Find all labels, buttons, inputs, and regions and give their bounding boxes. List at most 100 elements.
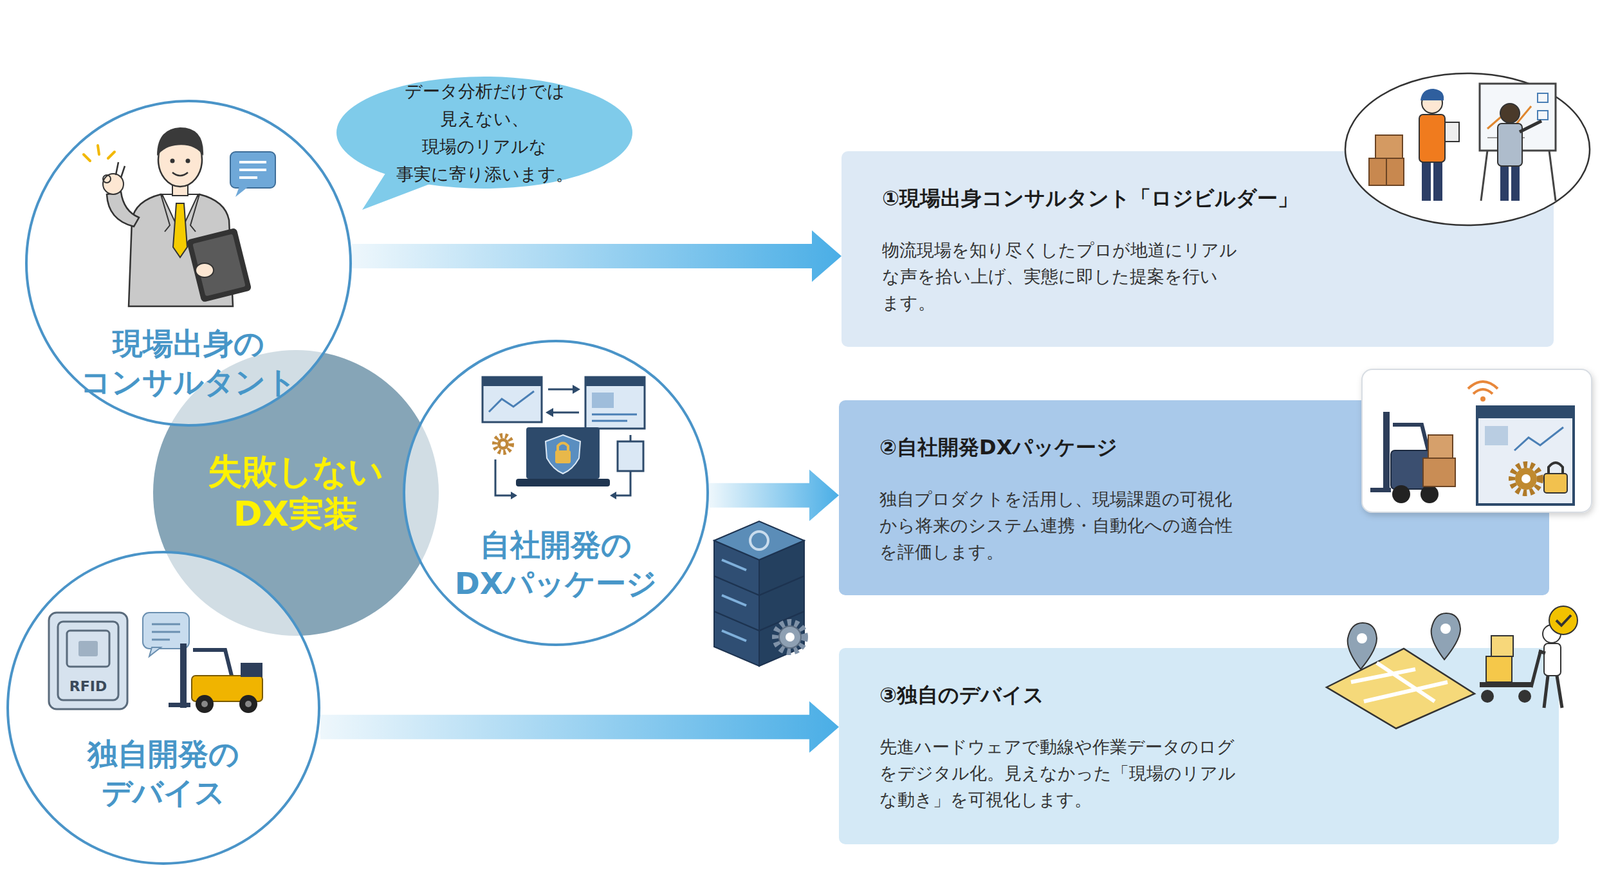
package-scene-part (1392, 424, 1429, 451)
consultant-figure-part (235, 186, 249, 197)
package-scene-part (1480, 396, 1486, 402)
consulting-scene-part (1480, 150, 1488, 201)
server-icon-part (721, 630, 747, 641)
feature-panel: ①現場出身コンサルタント「ロジビルダー」物流現場を知り尽くしたプロが地道にリアル… (841, 151, 1554, 347)
package-scene-part (1521, 474, 1531, 484)
consultant-figure-part (185, 158, 191, 164)
node-title: 失敗しない DX実装 (198, 450, 394, 536)
server-icon-part (759, 540, 805, 596)
device-scene-part (1538, 651, 1546, 653)
dx-package-icon-part (526, 427, 600, 479)
package-scene-part (1544, 473, 1568, 493)
dx-package-icon-part (488, 391, 534, 412)
dx-package-icon-part (548, 388, 578, 391)
dx-package-icon-part (495, 459, 515, 496)
package-scene-part (1428, 434, 1453, 459)
dx-package-icon-part (545, 434, 581, 474)
package-scene-part (1515, 467, 1537, 490)
server-icon-part (721, 559, 747, 571)
server-icon-part (785, 632, 795, 642)
package-scene-part (1392, 485, 1411, 504)
package-scene-part (1477, 406, 1574, 419)
flow-arrow (708, 469, 839, 522)
device-scene-part (1486, 656, 1512, 682)
consulting-scene-part (1385, 158, 1388, 186)
device-scene-part (1440, 623, 1451, 634)
server-icon-part (759, 575, 805, 631)
rfid-tag-part (48, 612, 128, 709)
dx-package-icon-part (585, 377, 645, 387)
package-scene-part (1511, 464, 1541, 493)
forklift-icon-part (201, 700, 208, 708)
consultant-figure-part (160, 194, 170, 232)
node-title: 独自開発の デバイス (78, 734, 248, 812)
consultant-figure-part (239, 160, 267, 164)
consulting-scene-part (1549, 150, 1556, 201)
consulting-scene (1345, 73, 1590, 226)
device-scene-part (1556, 675, 1563, 708)
consulting-scene-part (1345, 73, 1590, 226)
chat-icon-part (149, 647, 161, 657)
consultant-figure-part (239, 168, 267, 172)
consultant-figure-part (195, 263, 214, 278)
server-icon-part (750, 531, 769, 550)
dx-package-icon-part (482, 377, 542, 387)
consulting-scene-part (1500, 164, 1509, 201)
dx-package-icon-part (612, 434, 631, 496)
forklift-icon-part (239, 694, 258, 713)
node-body: 先進ハードウェアで動線や作業データのログ をデジタル化。見えなかった「現場のリア… (879, 733, 1242, 813)
device-scene-part (1479, 681, 1532, 688)
consultant-figure-part (170, 158, 175, 164)
flow-arrow (320, 701, 839, 753)
package-scene-part (1468, 381, 1498, 389)
node-body: 物流現場を知り尽くしたプロが地道にリアル な声を拾い上げ、実態に即した提案を行い… (882, 236, 1244, 316)
device-scene-part (1544, 675, 1548, 708)
package-scene-part (1383, 411, 1390, 493)
server-icon-part (759, 611, 805, 666)
device-scene-part (1351, 662, 1448, 702)
device-scene-part (1347, 622, 1377, 670)
node-title: ②自社開発DXパッケージ (879, 434, 1509, 462)
chat-icon-part (142, 612, 190, 649)
consulting-scene-part (1519, 120, 1542, 132)
dx-package-icon-part (555, 450, 571, 464)
package-circle: 自社開発の DXパッケージ (402, 339, 709, 646)
node-body: 独自プロダクトを活用し、現場課題の可視化 から将来のシステム連携・自動化への適合… (879, 485, 1242, 565)
rfid-tag-part (78, 640, 98, 657)
node-title: ③独自のデバイス (879, 681, 1519, 709)
consultant-figure-part (158, 132, 203, 187)
dx-package-icon-part (482, 377, 542, 423)
device-circle: 独自開発の デバイス (6, 550, 321, 865)
consulting-scene-part (1419, 114, 1445, 163)
dx-package-icon-part (591, 392, 614, 408)
dx-package-icon-part (500, 441, 506, 447)
package-scene-part (1514, 427, 1564, 451)
device-scene-part (1518, 689, 1532, 703)
consultant-figure-part (97, 145, 100, 155)
package-scene-part (1390, 450, 1434, 489)
dx-package-icon-part (591, 420, 628, 423)
consultant-figure-part (102, 174, 111, 183)
device-scene-part (1356, 633, 1368, 644)
consultant-figure-part (83, 154, 91, 161)
consulting-scene-part (1500, 103, 1520, 123)
consulting-scene-part (1433, 160, 1443, 201)
consultant-figure-part (115, 162, 119, 175)
consulting-scene-part (1511, 164, 1520, 201)
device-scene-part (1556, 615, 1572, 626)
dx-package-icon-part (545, 407, 554, 417)
consulting-scene-part (1421, 160, 1431, 201)
rfid-tag-part (66, 630, 110, 667)
server-icon-part (775, 622, 805, 652)
consultant-figure-part (239, 176, 258, 179)
device-scene-part (1480, 689, 1494, 703)
consultant-figure-part (102, 173, 124, 195)
consultant-figure-part (128, 194, 233, 307)
dx-package-icon-part (510, 491, 518, 500)
package-scene-part (1484, 425, 1509, 446)
rfid-tag-part (57, 621, 119, 700)
forklift-icon-part (195, 694, 214, 713)
consultant-figure-part (230, 151, 276, 188)
device-scene-part (1544, 643, 1561, 676)
